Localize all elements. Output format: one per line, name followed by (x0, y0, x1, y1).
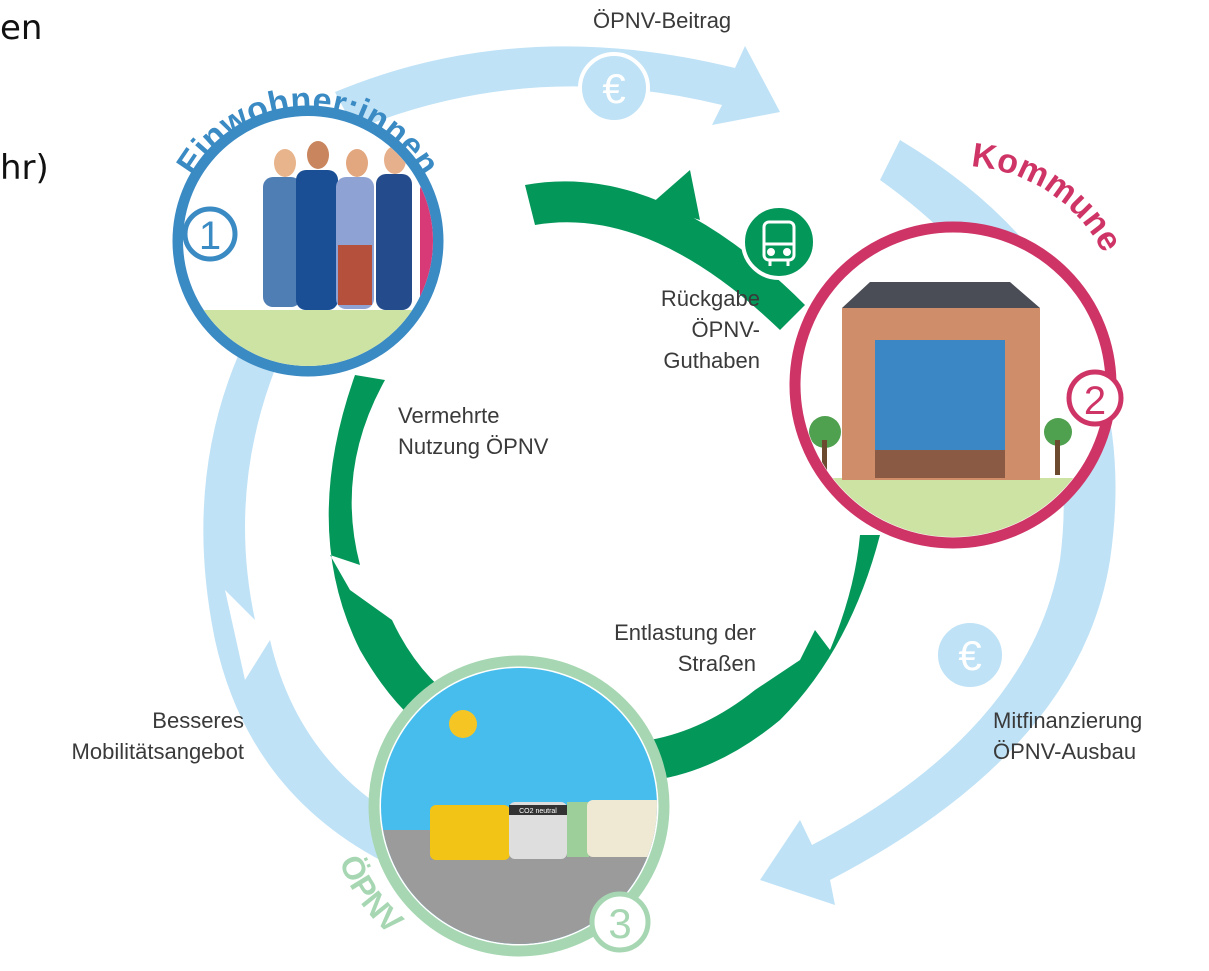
label-besseres-mobilitaetsangebot: Besseres Mobilitätsangebot (20, 705, 244, 767)
bus-destination-sign: CO2 neutral (519, 808, 557, 815)
cropped-text-fragment-top: en (0, 8, 43, 48)
bus-icon (762, 220, 796, 266)
label-rueckgabe-guthaben: Rückgabe ÖPNV-Guthaben (610, 283, 760, 376)
inner-arrow-top-head (650, 170, 700, 220)
node-number-1: 1 (199, 214, 221, 258)
euro-badge-right (934, 619, 1006, 691)
label-vermehrte-nutzung: Vermehrte Nutzung ÖPNV (398, 400, 548, 462)
euro-icon: € (602, 65, 625, 112)
label-line: Mobilitätsangebot (71, 739, 244, 764)
node-number-2: 2 (1084, 379, 1106, 423)
inner-arrow-left (328, 375, 470, 745)
node-einwohner: 1 Einwohner:innen (169, 81, 447, 377)
label-line: Straßen (677, 651, 756, 676)
label-line: Besseres (152, 708, 244, 733)
node-oepnv: CO2 neutral 3 ÖPNV (332, 655, 670, 957)
inner-arrow-right (650, 535, 880, 780)
euro-badge-top (578, 52, 650, 124)
cropped-text-fragment-middle: hr) (0, 148, 49, 188)
outer-arrow-top (335, 46, 780, 130)
label-line: Nutzung ÖPNV (398, 434, 549, 459)
label-oepnv-beitrag: ÖPNV-Beitrag (593, 8, 732, 33)
node-number-3: 3 (608, 900, 631, 947)
inner-cycle (328, 170, 880, 780)
label-mitfinanzierung: Mitfinanzierung ÖPNV-Ausbau (993, 705, 1142, 767)
label-line: ÖPNV-Ausbau (993, 739, 1137, 764)
label-line: Entlastung der (614, 620, 756, 645)
label-entlastung-strassen: Entlastung der Straßen (560, 617, 756, 679)
bus-badge (741, 204, 817, 280)
label-line: ÖPNV-Guthaben (663, 317, 760, 373)
outer-arrow-left (203, 330, 420, 870)
inner-arrow-top (525, 181, 805, 330)
euro-icon: € (958, 632, 981, 679)
label-line: Vermehrte (398, 403, 500, 428)
label-line: Mitfinanzierung (993, 708, 1143, 733)
label-line: Rückgabe (660, 286, 760, 311)
